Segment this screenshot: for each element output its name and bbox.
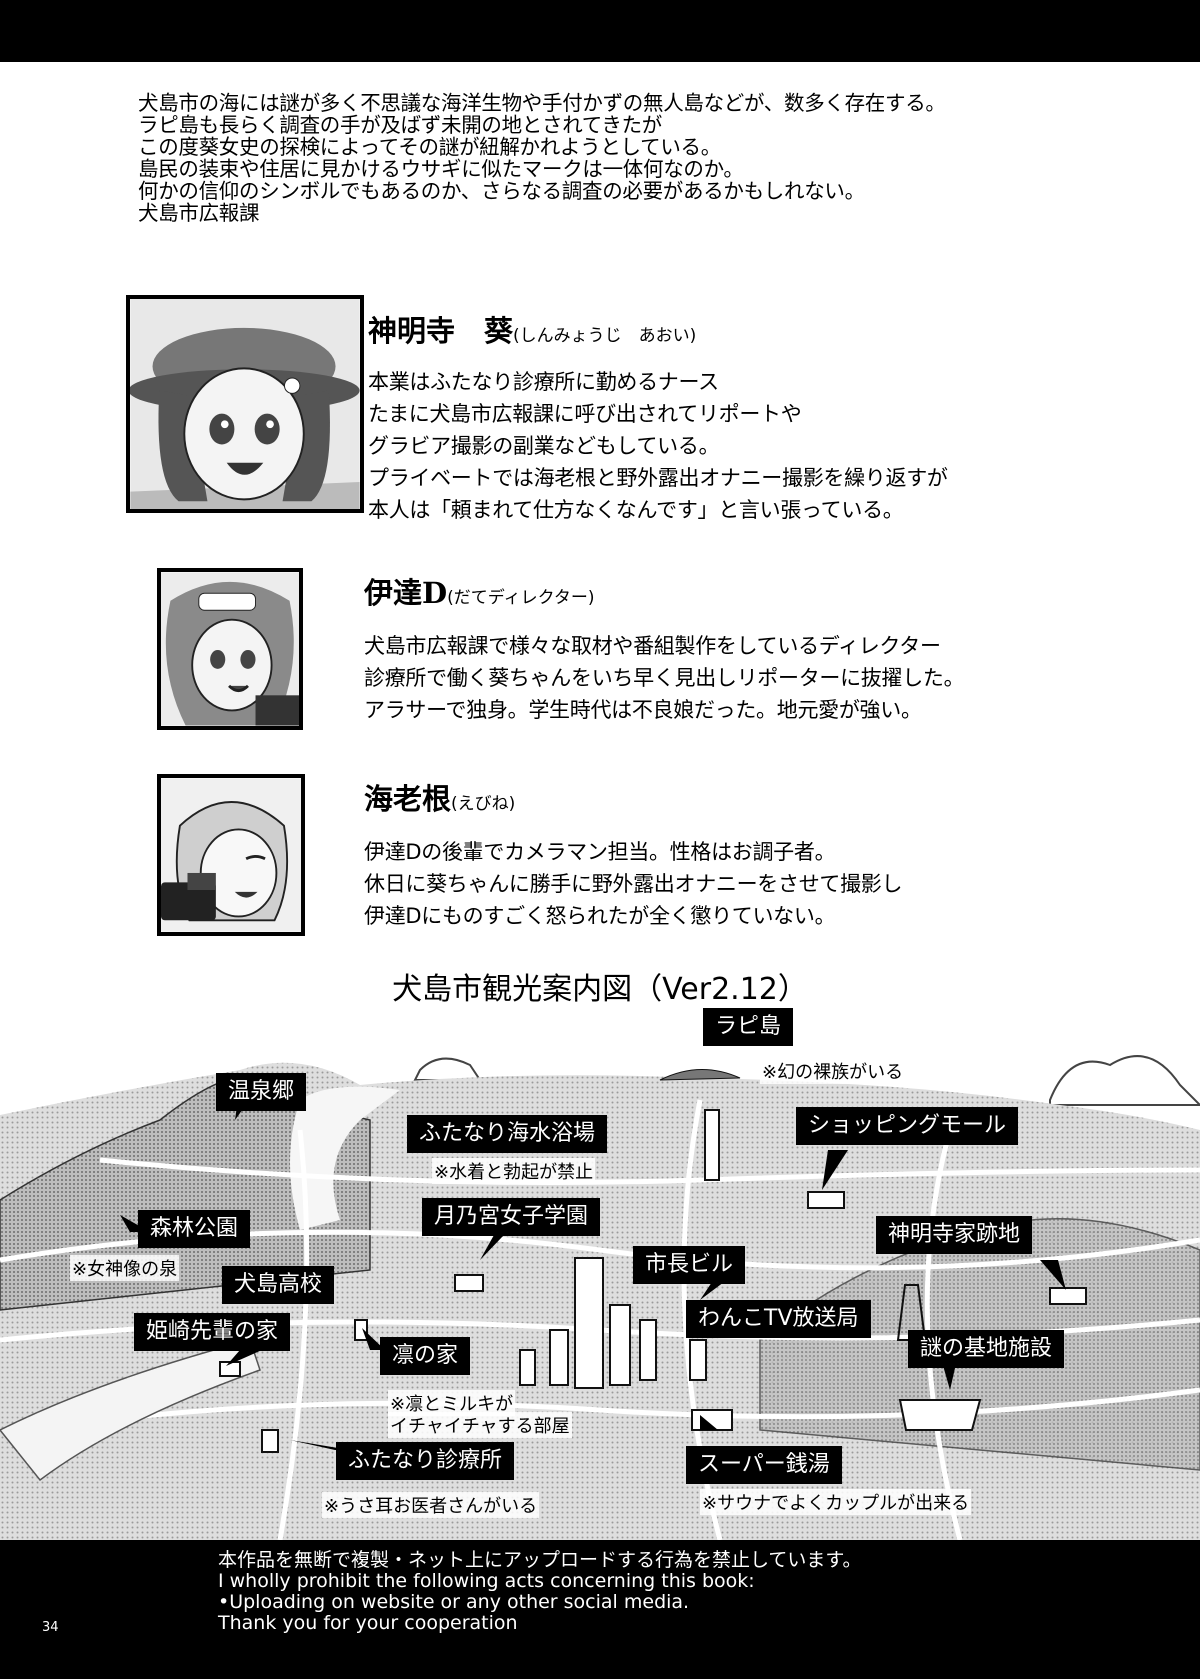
intro-line: 犬島市の海には謎が多く不思議な海洋生物や手付かずの無人島などが、数多く存在する。 bbox=[138, 91, 946, 115]
desc-line: たまに犬島市広報課に呼び出されてリポートや bbox=[368, 402, 802, 426]
desc-line: 本業はふたなり診療所に勤めるナース bbox=[368, 370, 719, 394]
character-name: 神明寺 葵(しんみょうじ あおい) bbox=[368, 308, 696, 350]
map-label-nazo: 謎の基地施設 bbox=[908, 1330, 1065, 1368]
notice-line: •Uploading on website or any other socia… bbox=[218, 1591, 690, 1613]
map-note-clinic: ※うさ耳お医者さんがいる bbox=[322, 1492, 540, 1518]
map-note-rin: イチャイチャする部屋 bbox=[388, 1412, 572, 1438]
portrait-aoi bbox=[126, 295, 364, 513]
map-label-clinic: ふたなり診療所 bbox=[336, 1442, 515, 1480]
map-label-shinmyoji: 神明寺家跡地 bbox=[876, 1216, 1033, 1254]
portrait-date-d bbox=[157, 568, 303, 730]
map-label-rin: 凛の家 bbox=[380, 1337, 471, 1375]
notice-line: I wholly prohibit the following acts con… bbox=[218, 1570, 755, 1592]
desc-line: プライベートでは海老根と野外露出オナニー撮影を繰り返すが bbox=[368, 466, 948, 490]
name-reading: (しんみょうじ あおい) bbox=[513, 326, 697, 346]
desc-line: 本人は「頼まれて仕方なくなんです」と言い張っている。 bbox=[368, 498, 904, 522]
intro-text: 犬島市の海には謎が多く不思議な海洋生物や手付かずの無人島などが、数多く存在する。… bbox=[138, 92, 1098, 224]
name-text: 伊達D bbox=[364, 576, 448, 610]
map-note-beach: ※水着と勃起が禁止 bbox=[432, 1158, 596, 1184]
page-number: 34 bbox=[42, 1620, 59, 1635]
name-reading: (だてディレクター) bbox=[447, 588, 595, 608]
map-label-onsen: 温泉郷 bbox=[216, 1073, 307, 1111]
character-name: 伊達D(だてディレクター) bbox=[364, 570, 595, 612]
character-name: 海老根(えびね) bbox=[364, 776, 515, 818]
top-black-bar bbox=[0, 0, 1200, 62]
map-note-rin: ※凛とミルキが bbox=[388, 1390, 516, 1416]
map-label-koko: 犬島高校 bbox=[222, 1266, 335, 1304]
desc-line: 伊達Dの後輩でカメラマン担当。性格はお調子者。 bbox=[364, 840, 836, 864]
map-label-wanko: わんこTV放送局 bbox=[686, 1300, 871, 1338]
character-description: 犬島市広報課で様々な取材や番組製作をしているディレクター 診療所で働く葵ちゃんを… bbox=[364, 630, 965, 726]
name-text: 海老根 bbox=[364, 782, 452, 816]
tourist-map: ラピ島 ※幻の裸族がいる 温泉郷 ふたなり海水浴場 ※水着と勃起が禁止 ショッピ… bbox=[0, 1008, 1200, 1540]
map-note-lapi: ※幻の裸族がいる bbox=[760, 1058, 906, 1084]
map-label-sento: スーパー銭湯 bbox=[686, 1446, 842, 1484]
desc-line: 休日に葵ちゃんに勝手に野外露出オナニーをさせて撮影し bbox=[364, 872, 903, 896]
name-text: 神明寺 葵 bbox=[368, 314, 514, 348]
desc-line: 犬島市広報課で様々な取材や番組製作をしているディレクター bbox=[364, 634, 941, 658]
notice-line: Thank you for your cooperation bbox=[218, 1612, 518, 1634]
map-note-sento: ※サウナでよくカップルが出来る bbox=[700, 1489, 972, 1515]
portrait-ebine bbox=[157, 774, 305, 936]
intro-line: 何かの信仰のシンボルでもあるのか、さらなる調査の必要があるかもしれない。 bbox=[138, 179, 865, 203]
map-label-tsukino: 月乃宮女子学園 bbox=[422, 1198, 601, 1236]
intro-line: ラピ島も長らく調査の手が及ばず未開の地とされてきたが bbox=[138, 113, 662, 137]
intro-line: この度葵女史の探検によってその謎が紐解かれようとしている。 bbox=[138, 135, 721, 159]
intro-signature: 犬島市広報課 bbox=[138, 201, 260, 225]
intro-line: 島民の装束や住居に見かけるウサギに似たマークは一体何なのか。 bbox=[138, 157, 744, 181]
map-illustration bbox=[0, 1055, 1200, 1540]
map-title: 犬島市観光案内図（Ver2.12） bbox=[392, 972, 808, 1007]
desc-line: グラビア撮影の副業などもしている。 bbox=[368, 434, 720, 458]
desc-line: アラサーで独身。学生時代は不良娘だった。地元愛が強い。 bbox=[364, 698, 922, 722]
map-label-forest: 森林公園 bbox=[138, 1210, 251, 1248]
map-label-himezaki: 姫崎先輩の家 bbox=[134, 1313, 291, 1351]
name-reading: (えびね) bbox=[451, 794, 516, 814]
map-label-lapi: ラピ島 bbox=[703, 1008, 794, 1046]
map-label-shicho: 市長ビル bbox=[633, 1246, 746, 1284]
desc-line: 診療所で働く葵ちゃんをいち早く見出しリポーターに抜擢した。 bbox=[364, 666, 965, 690]
copyright-notice: 本作品を無断で複製・ネット上にアップロードする行為を禁止しています。 I who… bbox=[218, 1550, 862, 1634]
character-description: 伊達Dの後輩でカメラマン担当。性格はお調子者。 休日に葵ちゃんに勝手に野外露出オ… bbox=[364, 836, 903, 932]
footer-bar: 本作品を無断で複製・ネット上にアップロードする行為を禁止しています。 I who… bbox=[0, 1540, 1200, 1679]
desc-line: 伊達Dにものすごく怒られたが全く懲りていない。 bbox=[364, 904, 836, 928]
map-label-beach: ふたなり海水浴場 bbox=[407, 1115, 608, 1153]
map-label-shopping: ショッピングモール bbox=[796, 1107, 1019, 1145]
character-description: 本業はふたなり診療所に勤めるナース たまに犬島市広報課に呼び出されてリポートや … bbox=[368, 366, 948, 526]
notice-line: 本作品を無断で複製・ネット上にアップロードする行為を禁止しています。 bbox=[218, 1549, 862, 1571]
map-note-forest: ※女神像の泉 bbox=[70, 1255, 180, 1281]
